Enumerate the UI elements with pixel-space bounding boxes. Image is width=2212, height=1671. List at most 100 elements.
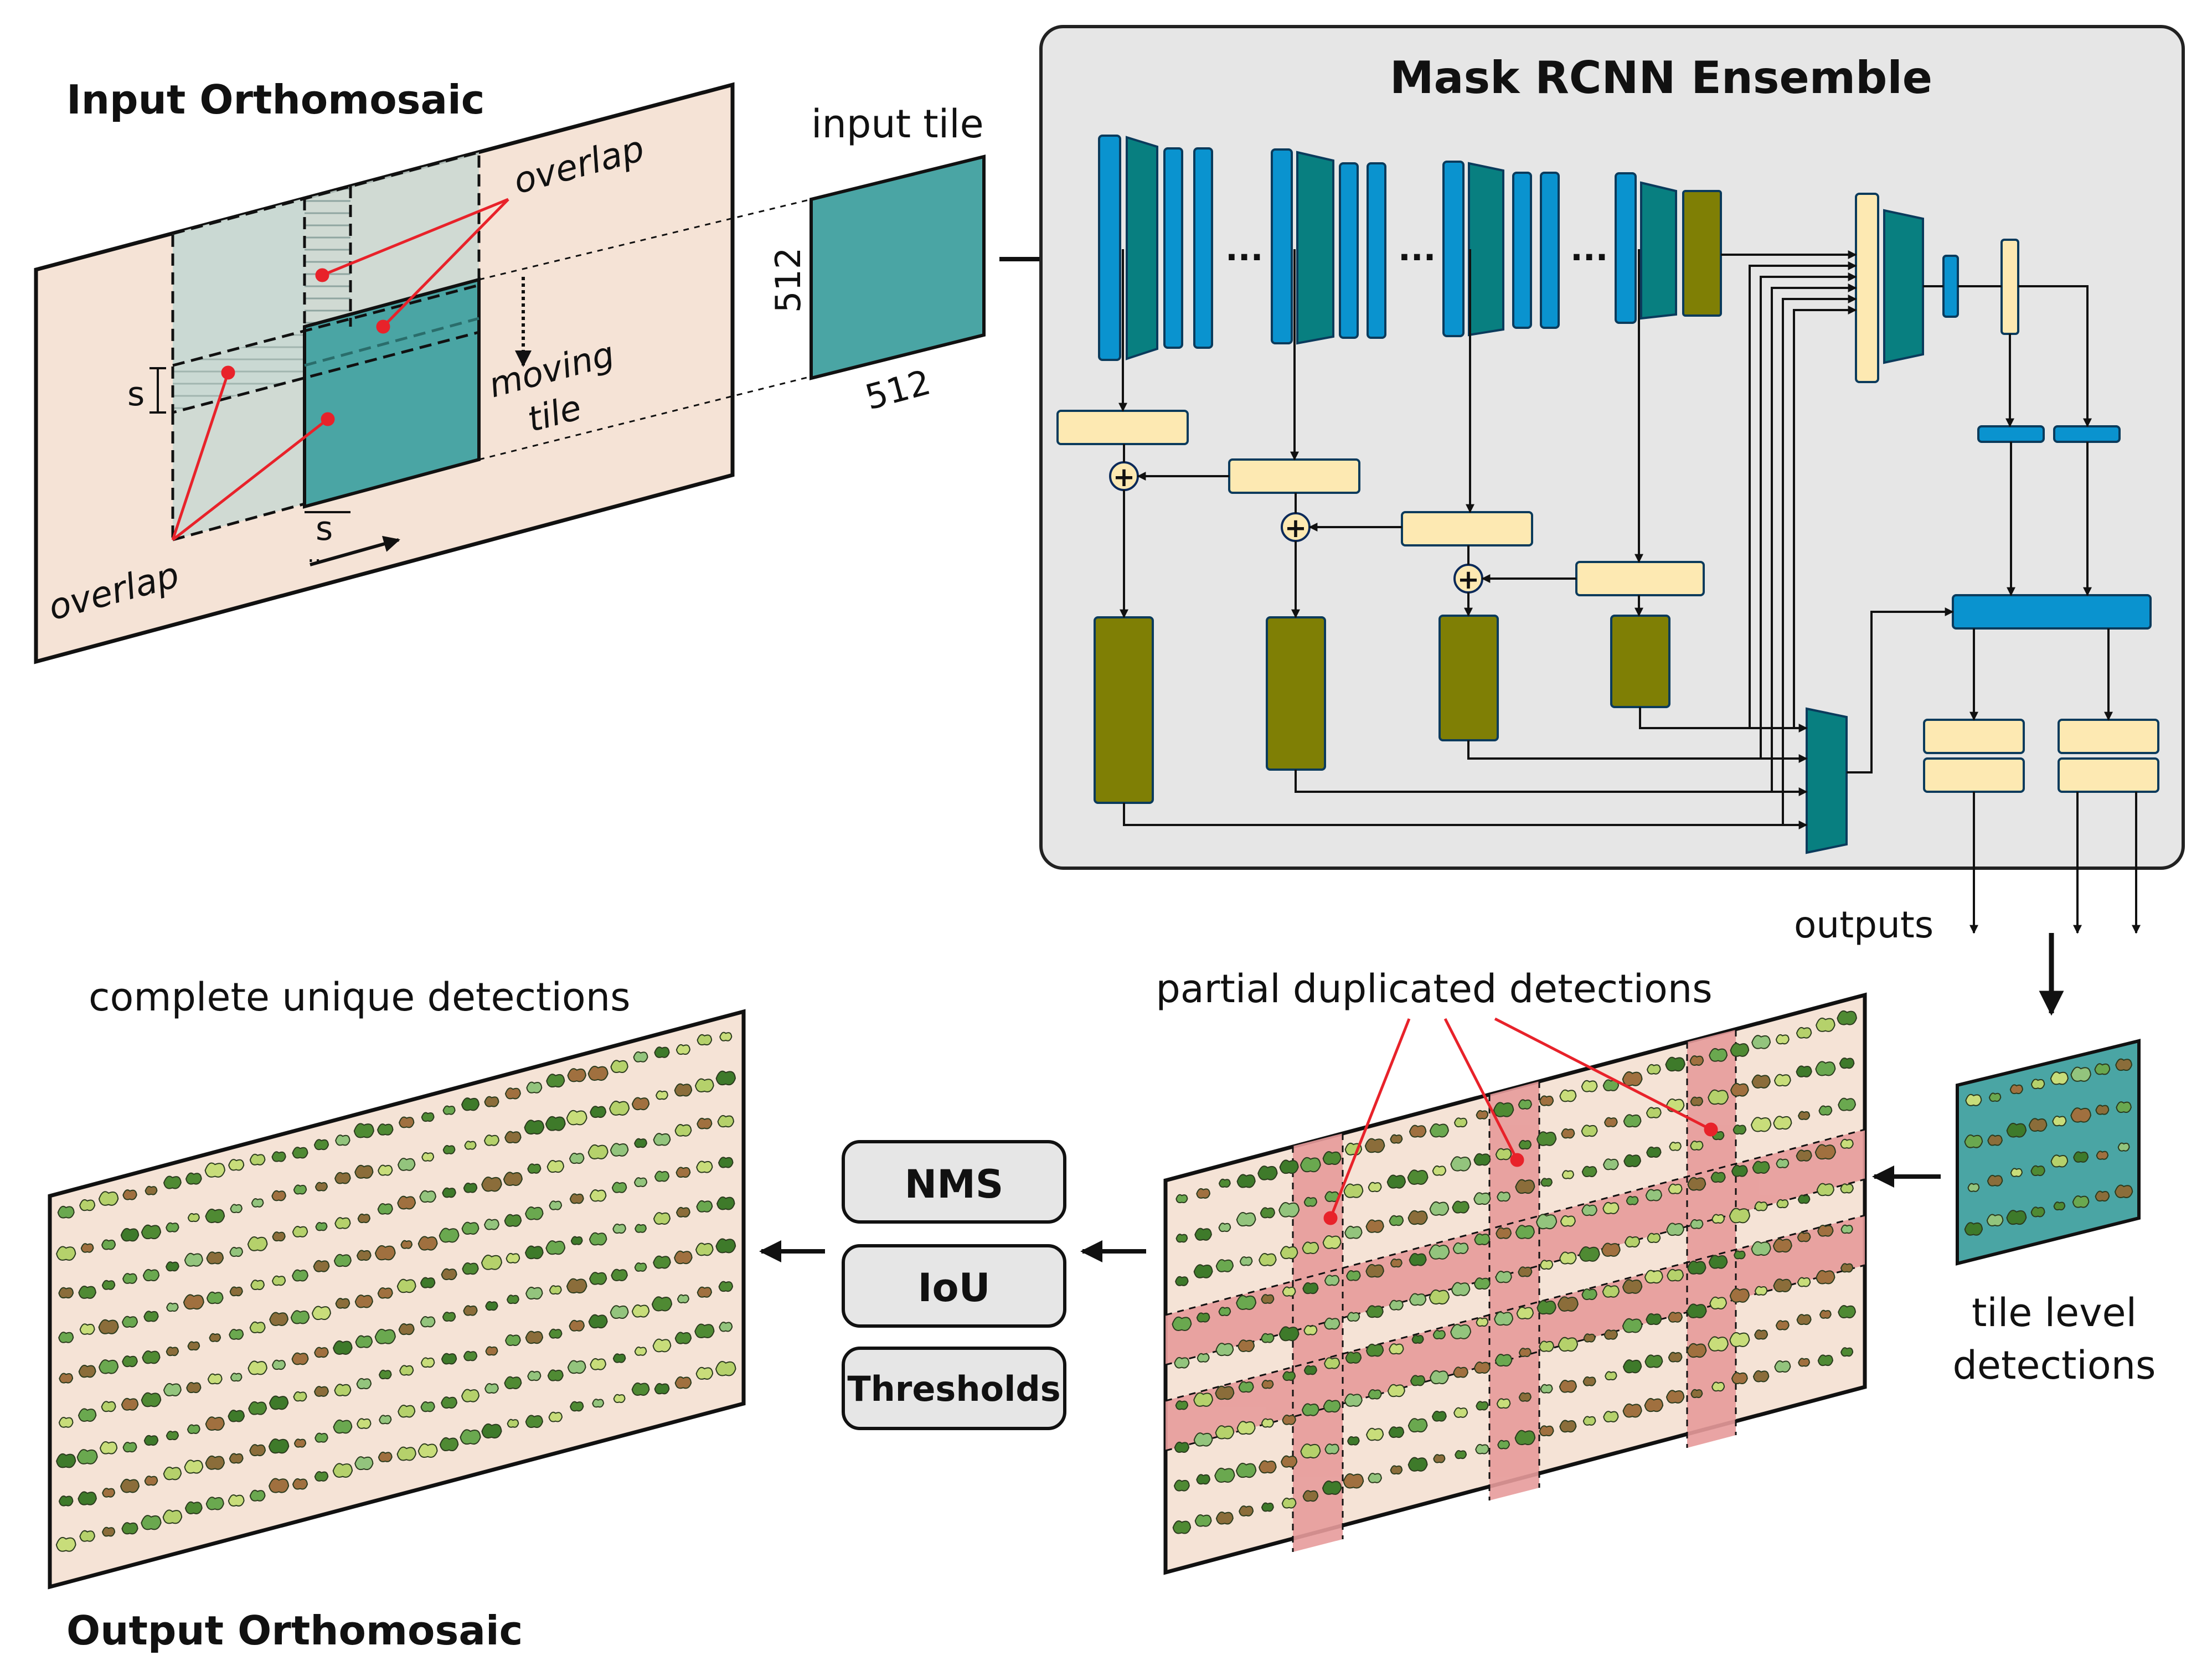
plant-mark	[187, 1424, 200, 1434]
plant-mark	[2009, 1084, 2023, 1095]
plant-mark	[1324, 1357, 1340, 1369]
plant-mark	[79, 1323, 95, 1335]
plant-mark	[122, 1273, 137, 1284]
plant-mark	[674, 1376, 692, 1389]
hatched-overlap	[305, 186, 350, 339]
plant-mark	[1645, 1189, 1662, 1201]
nms-label: NMS	[905, 1162, 1004, 1207]
plant-mark	[163, 1175, 182, 1189]
plant-mark	[1709, 1296, 1727, 1309]
plant-mark	[1215, 1512, 1234, 1525]
plant-mark	[141, 1224, 162, 1240]
plant-mark	[1407, 1210, 1428, 1225]
plant-mark	[1540, 1260, 1554, 1270]
plant-mark	[228, 1410, 245, 1422]
plant-mark	[653, 1133, 671, 1146]
plant-mark	[1838, 1305, 1857, 1319]
plant-mark	[1282, 1414, 1296, 1425]
plant-mark	[400, 1240, 413, 1249]
plant-mark	[166, 1261, 179, 1272]
plant-mark	[292, 1226, 308, 1237]
plant-mark	[313, 1260, 330, 1272]
plant-mark	[1838, 1097, 1857, 1111]
svg-text:+: +	[1457, 564, 1479, 595]
plant-mark	[587, 1144, 609, 1159]
plant-mark	[1708, 1089, 1729, 1105]
plant-mark	[78, 1491, 97, 1505]
plant-mark	[1279, 1159, 1299, 1174]
plant-mark	[206, 1291, 224, 1304]
tile-line	[172, 283, 479, 367]
plant-mark	[695, 1366, 714, 1380]
plant-mark	[1666, 1098, 1685, 1112]
plant-mark	[1754, 1201, 1768, 1211]
plant-mark	[676, 1206, 690, 1218]
plant-mark	[1193, 1432, 1213, 1447]
plant-mark	[1389, 1343, 1404, 1355]
plant-mark	[205, 1455, 225, 1470]
plant-mark	[1455, 1450, 1467, 1459]
plant-mark	[230, 1373, 243, 1382]
plant-mark	[613, 1394, 626, 1403]
input-tile-label: input tile	[811, 101, 984, 147]
plant-mark	[567, 1068, 586, 1082]
plant-mark	[1797, 1194, 1811, 1204]
plant-mark	[1750, 1117, 1772, 1132]
plant-mark	[1235, 1463, 1257, 1478]
plant-mark	[1558, 1337, 1579, 1352]
plant-mark	[1665, 1056, 1685, 1072]
plant-mark	[1322, 1235, 1342, 1249]
plant-mark	[269, 1312, 289, 1326]
plant-mark	[677, 1294, 689, 1303]
plant-mark	[1368, 1389, 1382, 1400]
plant-mark	[1687, 1303, 1707, 1319]
plant-mark	[611, 1182, 627, 1193]
plant-mark	[166, 1347, 179, 1357]
plant-mark	[1622, 1279, 1643, 1294]
plant-mark	[1775, 1034, 1790, 1045]
plant-mark	[1390, 1134, 1403, 1144]
plant-mark	[120, 1228, 140, 1242]
plant-mark	[548, 1411, 563, 1422]
plant-mark	[249, 1321, 266, 1334]
plant-mark	[314, 1347, 329, 1358]
plant-mark	[546, 1074, 565, 1088]
plant-mark	[1215, 1343, 1234, 1357]
stride-v-label: s	[127, 375, 145, 414]
plant-mark	[163, 1466, 182, 1481]
plant-mark	[717, 1115, 735, 1128]
plant-mark	[122, 1355, 138, 1368]
plant-mark	[654, 1383, 670, 1395]
plant-mark	[1431, 1410, 1447, 1422]
plant-mark	[272, 1359, 286, 1370]
plant-mark	[2095, 1105, 2110, 1115]
fpn-add-nodes: + + +	[1109, 461, 1483, 595]
plant-mark	[1410, 1375, 1426, 1386]
plant-mark	[1515, 1225, 1535, 1239]
plant-mark	[1386, 1174, 1406, 1189]
stage-ellipsis-2: ...	[1398, 230, 1436, 269]
plant-mark	[1560, 1215, 1576, 1227]
plant-mark	[1215, 1425, 1235, 1440]
plant-mark	[334, 1217, 351, 1229]
plant-mark	[1603, 1411, 1619, 1422]
plant-mark	[230, 1204, 243, 1214]
plant-mark	[570, 1401, 584, 1412]
plant-mark	[1751, 1074, 1771, 1089]
plant-mark	[1475, 1443, 1489, 1455]
plant-mark	[1710, 1172, 1726, 1183]
plant-mark	[1281, 1455, 1298, 1468]
plant-mark	[566, 1110, 587, 1126]
plant-mark	[78, 1365, 96, 1378]
plant-mark	[1518, 1348, 1532, 1358]
plant-mark	[715, 1238, 736, 1254]
plant-mark	[1536, 1214, 1558, 1230]
plant-mark	[1583, 1333, 1596, 1343]
plant-mark	[377, 1287, 393, 1299]
plant-mark	[1409, 1125, 1427, 1138]
plant-mark	[399, 1365, 414, 1376]
plant-mark	[1453, 1117, 1468, 1128]
plant-mark	[76, 1449, 98, 1464]
plant-mark	[481, 1255, 503, 1270]
plant-mark	[441, 1353, 457, 1365]
